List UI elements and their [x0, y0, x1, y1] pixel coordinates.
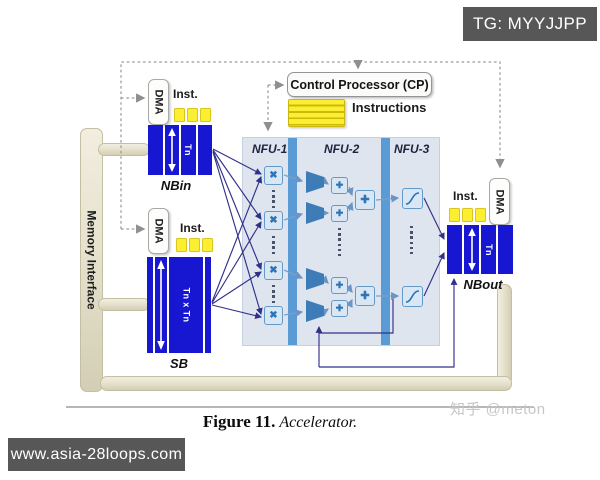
- figure-number: Figure 11.: [202, 412, 276, 431]
- memory-interface-label: Memory Interface: [84, 210, 99, 310]
- adder-unit: ✚: [331, 205, 348, 222]
- nbin-depth-label: Tn: [183, 144, 194, 156]
- figure-caption: Figure 11. Accelerator.: [140, 412, 420, 432]
- nfu1-ellipsis: [272, 285, 275, 303]
- nfu1-ellipsis: [272, 190, 275, 208]
- add-icon: ✚: [335, 303, 344, 313]
- figure-title: Accelerator.: [279, 414, 358, 431]
- multiplier-unit: ✖: [264, 211, 283, 230]
- control-processor-label: Control Processor (CP): [290, 77, 429, 92]
- multiplier-unit: ✖: [264, 261, 283, 280]
- nbin-dma-box: DMA: [148, 79, 169, 125]
- nfu3-stage-label: NFU-3: [394, 142, 430, 156]
- adder-funnel: [306, 268, 324, 290]
- sb-instruction-tiles: [176, 238, 213, 252]
- nbout-buffer: Tn: [447, 225, 513, 274]
- sb-inst-label: Inst.: [180, 221, 205, 235]
- sb-label: SB: [169, 356, 189, 371]
- sigmoid-unit: [402, 286, 423, 307]
- nfu2-stage-label: NFU-2: [324, 142, 360, 156]
- memory-return-vertical: [497, 284, 512, 386]
- memory-connector-sb: [98, 298, 150, 311]
- sigmoid-curve-icon: [405, 290, 420, 303]
- sigmoid-unit: [402, 188, 423, 209]
- nbout-dma-box: DMA: [489, 178, 510, 225]
- adder-funnel: [306, 171, 324, 193]
- adder-unit: ✚: [331, 277, 348, 294]
- memory-return-horizontal: [100, 376, 512, 391]
- nbin-instruction-tiles: [174, 108, 211, 122]
- multiply-icon: ✖: [269, 309, 278, 321]
- top-right-badge: TG: MYYJJPP: [463, 7, 597, 41]
- add-icon: ✚: [335, 180, 344, 190]
- nbout-depth-label: Tn: [483, 243, 494, 256]
- nbin-buffer: Tn: [148, 125, 212, 175]
- sb-buffer: Tn x Tn: [147, 257, 212, 353]
- adder-unit: ✚: [331, 300, 348, 317]
- memory-connector-nbin: [98, 143, 150, 156]
- sb-dma-box: DMA: [148, 208, 169, 254]
- multiply-icon: ✖: [269, 169, 278, 181]
- sb-dma-label: DMA: [152, 218, 165, 244]
- add-icon: ✚: [360, 193, 370, 206]
- bottom-left-badge: www.asia-28loops.com: [8, 438, 185, 471]
- nfu-divider-2: [381, 138, 390, 345]
- adder-funnel: [306, 202, 324, 224]
- nfu1-ellipsis: [272, 236, 275, 254]
- nbout-depth-arrow: [464, 225, 479, 274]
- nbin-dma-label: DMA: [152, 89, 165, 115]
- caption-rule: [66, 406, 534, 408]
- cp-instructions-stack: [288, 99, 345, 127]
- multiply-icon: ✖: [269, 214, 278, 226]
- nfu-divider-1: [288, 138, 297, 345]
- nbin-depth-arrow: [164, 125, 179, 175]
- memory-interface-bar: Memory Interface: [80, 128, 103, 392]
- multiply-icon: ✖: [269, 264, 278, 276]
- adder-unit: ✚: [331, 177, 348, 194]
- instructions-label: Instructions: [352, 100, 427, 115]
- control-processor-box: Control Processor (CP): [287, 72, 432, 97]
- nbout-label: NBout: [463, 277, 503, 292]
- add-icon: ✚: [335, 280, 344, 290]
- nfu3-ellipsis: [410, 226, 413, 255]
- add-icon: ✚: [335, 208, 344, 218]
- nbin-inst-label: Inst.: [173, 87, 198, 101]
- nbout-instruction-tiles: [449, 208, 486, 222]
- add-icon: ✚: [360, 289, 370, 302]
- merge-adder-unit: ✚: [355, 286, 375, 306]
- adder-funnel: [306, 300, 324, 322]
- nfu1-stage-label: NFU-1: [252, 142, 288, 156]
- multiplier-unit: ✖: [264, 306, 283, 325]
- sb-depth-arrow: [154, 257, 167, 353]
- nbout-inst-label: Inst.: [453, 189, 478, 203]
- nfu2-ellipsis: [338, 228, 341, 257]
- sigmoid-curve-icon: [405, 192, 420, 205]
- nbin-label: NBin: [160, 178, 192, 193]
- watermark: 知乎 @meton: [450, 401, 546, 418]
- merge-adder-unit: ✚: [355, 190, 375, 210]
- sb-depth-label: Tn x Tn: [181, 287, 192, 323]
- nbout-dma-label: DMA: [493, 188, 506, 215]
- multiplier-unit: ✖: [264, 166, 283, 185]
